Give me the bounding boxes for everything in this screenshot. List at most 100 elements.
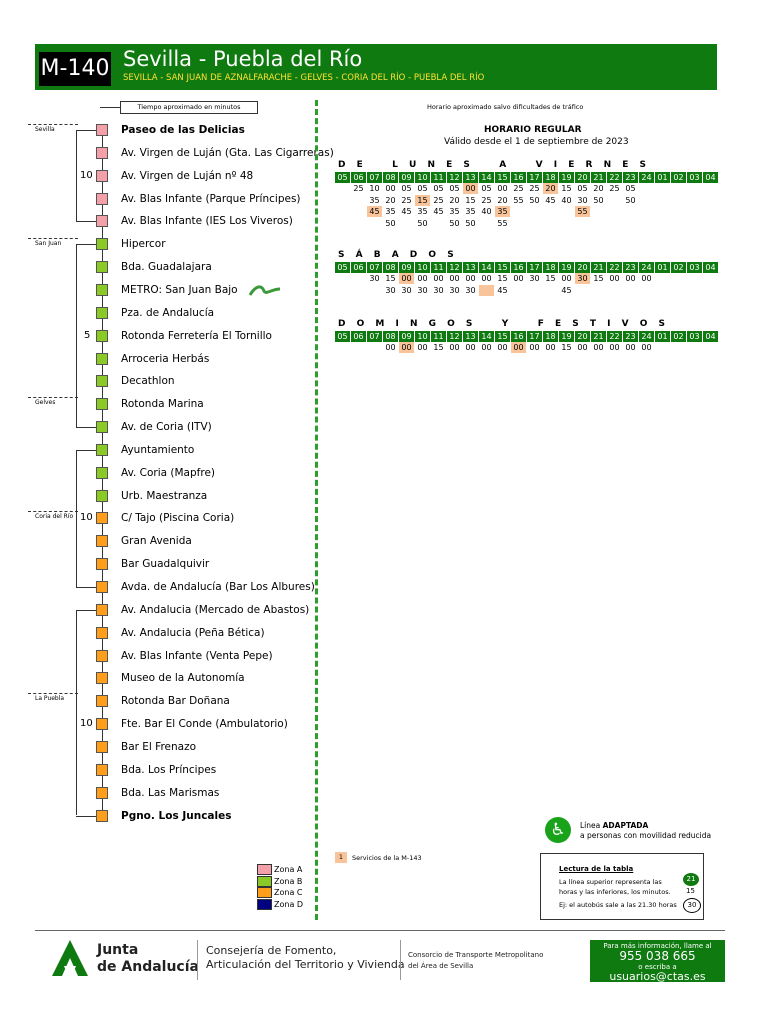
minute-cell: 15 (561, 184, 572, 193)
minute-cell: 30 (449, 285, 460, 295)
minute-cell: 30 (529, 274, 540, 283)
minute-cell: 00 (433, 274, 444, 283)
segment-bracket (76, 130, 77, 222)
hour-cell: 04 (703, 172, 718, 183)
hour-cell: 19 (559, 331, 574, 342)
town-separator (28, 238, 78, 239)
minute-cell (639, 195, 654, 206)
travel-minutes: 10 (80, 512, 93, 524)
minute-cell: 00 (641, 274, 652, 283)
zone-swatch (257, 887, 272, 898)
minute-cell: 40 (481, 207, 492, 216)
minute-cell: 20 (385, 195, 396, 205)
hour-cell: 09 (399, 262, 414, 273)
reading-title: Lectura de la tabla (559, 865, 634, 873)
minute-cell: 00 (641, 343, 652, 352)
minute-cell: 25 (481, 195, 492, 205)
minute-cell (655, 183, 670, 194)
minute-cell: 50 (625, 195, 636, 205)
minute-cell: 30 (401, 285, 412, 295)
minute-cell: 45 (497, 285, 508, 295)
zone-swatch (257, 864, 272, 875)
minute-cell: 00 (577, 343, 588, 352)
hour-cell: 24 (639, 331, 654, 342)
segment-bracket (76, 244, 96, 246)
stop-name: Museo de la Autonomía (121, 672, 245, 685)
hour-cell: 12 (447, 262, 462, 273)
stop-name: Bar Guadalquivir (121, 558, 210, 571)
minute-cell: 00 (545, 343, 556, 352)
minute-cell: 35 (385, 207, 396, 216)
stop-marker (96, 124, 108, 136)
reading-text2: horas y las inferiores, los minutos. (559, 888, 671, 896)
stop-marker (96, 421, 108, 434)
minute-cell: 00 (593, 343, 604, 352)
stop-marker (96, 558, 108, 571)
minute-cell (687, 218, 702, 229)
minute-cell (655, 285, 670, 296)
minute-cell: 00 (417, 274, 428, 283)
minute-cell (479, 284, 494, 296)
hour-cell: 12 (447, 172, 462, 183)
hour-cell: 20 (575, 262, 590, 273)
town-label: La Puebla (35, 695, 65, 702)
hour-cell: 17 (527, 262, 542, 273)
accessible-text: Línea ADAPTADA a personas con movilidad … (580, 821, 712, 840)
minute-cell (591, 218, 606, 229)
minute-cell (671, 273, 686, 284)
reading-example: Ej: el autobús sale a las 21.30 horas (559, 901, 677, 909)
stop-name: Ayuntamiento (121, 443, 195, 456)
minute-cell: 00 (399, 273, 414, 284)
minute-cell (671, 218, 686, 229)
hour-cell: 22 (607, 172, 622, 183)
hour-cell: 24 (639, 262, 654, 273)
minute-cell: 25 (609, 184, 620, 193)
minute-cell (607, 195, 622, 206)
hour-cell: 14 (479, 172, 494, 183)
minute-cell (607, 285, 622, 296)
reading-mid: 15 (686, 887, 695, 895)
minute-cell: 35 (449, 207, 460, 216)
minute-cell: 55 (513, 195, 524, 205)
minute-cell (607, 206, 622, 217)
stop-marker (96, 466, 108, 479)
zone-label: Zona C (274, 888, 303, 897)
hour-cell: 14 (479, 262, 494, 273)
minute-cell: 15 (385, 274, 396, 283)
minute-cell (687, 273, 702, 284)
minute-cell: 45 (561, 285, 572, 295)
zone-label: Zona D (274, 899, 304, 909)
hour-cell: 21 (591, 172, 606, 183)
minute-cell: 45 (367, 206, 382, 217)
town-label: Sevilla (35, 126, 55, 133)
segment-bracket (76, 427, 96, 429)
day-label: D O M I N G O S Y F E S T I V O S (338, 319, 668, 329)
hour-cell: 21 (591, 331, 606, 342)
stop-marker (96, 489, 108, 502)
stop-marker (96, 192, 108, 205)
minute-cell: 00 (625, 343, 636, 352)
minute-cell: 20 (593, 184, 604, 193)
hour-cell: 02 (671, 262, 686, 273)
stop-name: Bar El Frenazo (121, 740, 197, 753)
reading-min: 30 (683, 898, 701, 913)
stop-name: Bda. Los Príncipes (121, 763, 217, 776)
zone-label: Zona A (274, 865, 303, 874)
minute-cell (367, 218, 382, 229)
stop-marker (96, 329, 108, 342)
minute-cell: 25 (401, 195, 412, 205)
info-box: Para más información, llame al 955 038 6… (590, 940, 725, 982)
hour-cell: 07 (367, 331, 382, 342)
town-separator (28, 511, 78, 512)
minute-cell (527, 218, 542, 229)
minute-cell (335, 273, 350, 284)
stop-name: METRO: San Juan Bajo (121, 283, 238, 296)
zone-label: Zona B (274, 876, 303, 886)
minute-cell (431, 218, 446, 229)
minute-cell: 30 (577, 195, 588, 205)
minute-cell: 50 (385, 218, 396, 228)
minute-cell (623, 285, 638, 296)
minute-cell (703, 183, 718, 194)
